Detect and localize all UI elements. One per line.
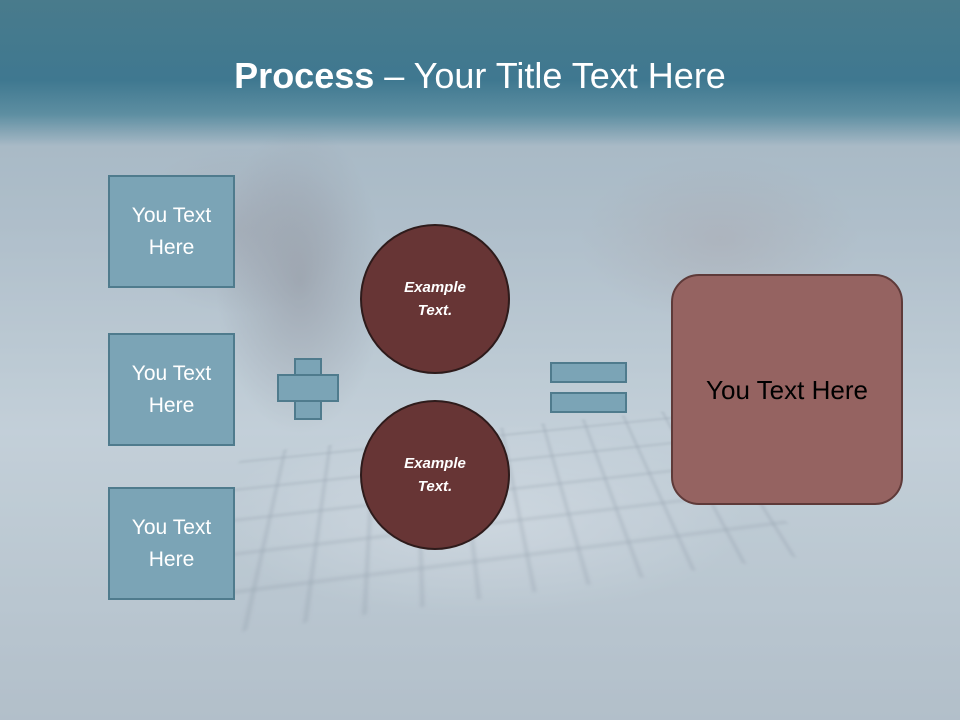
- left-text-box-1[interactable]: You Text Here: [108, 175, 235, 288]
- left-box-label: You Text Here: [131, 203, 212, 259]
- title-bar: Process – Your Title Text Here: [0, 0, 960, 146]
- left-box-label: You Text Here: [131, 361, 212, 417]
- left-text-box-3[interactable]: You Text Here: [108, 487, 235, 600]
- circle-label: Example Text.: [404, 455, 466, 495]
- equals-icon-top-bar: [550, 362, 627, 383]
- plus-icon-center: [296, 376, 320, 400]
- result-text-box[interactable]: You Text Here: [671, 274, 903, 505]
- equals-icon-bottom-bar: [550, 392, 627, 413]
- example-circle-2[interactable]: Example Text.: [360, 400, 510, 550]
- slide-title: Process – Your Title Text Here: [0, 54, 960, 98]
- circle-label: Example Text.: [404, 279, 466, 319]
- title-bold: Process: [234, 55, 375, 96]
- example-circle-1[interactable]: Example Text.: [360, 224, 510, 374]
- left-box-label: You Text Here: [131, 515, 212, 571]
- title-rest: – Your Title Text Here: [374, 55, 726, 96]
- result-box-label: You Text Here: [706, 374, 868, 405]
- left-text-box-2[interactable]: You Text Here: [108, 333, 235, 446]
